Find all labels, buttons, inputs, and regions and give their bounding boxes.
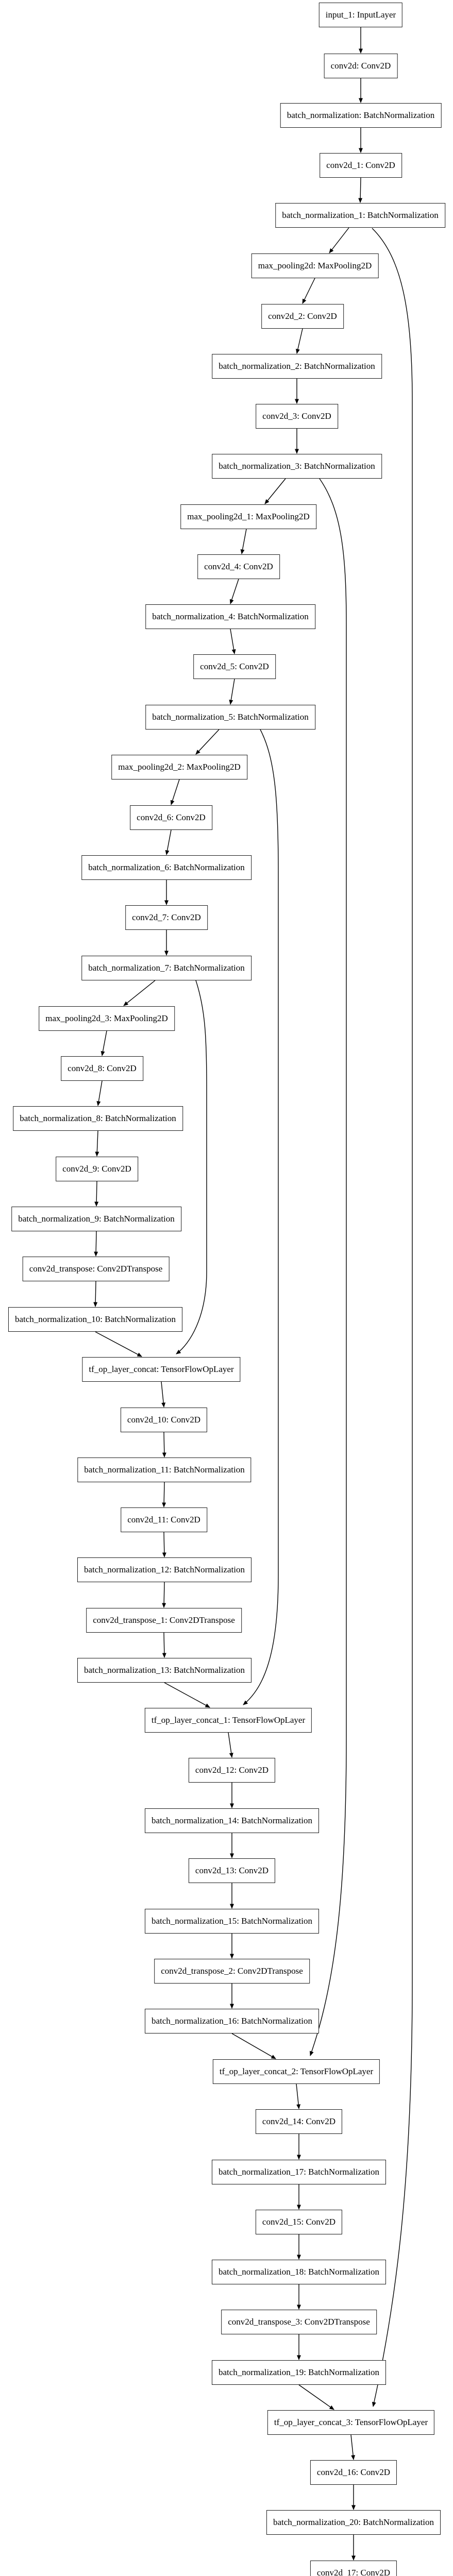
edge-max_pooling2d_2-to-conv2d_6 [170, 779, 180, 805]
edge-batch_normalization_4-to-conv2d_5 [230, 629, 236, 654]
node-conv2d_13: conv2d_13: Conv2D [188, 1858, 276, 1883]
edge-batch_normalization_19-to-tf_op_layer_concat_3 [298, 2384, 334, 2410]
node-batch_normalization_15: batch_normalization_15: BatchNormalizati… [144, 1909, 320, 1934]
node-batch_normalization_3: batch_normalization_3: BatchNormalizatio… [212, 454, 382, 479]
node-conv2d_transpose_3: conv2d_transpose_3: Conv2DTranspose [221, 2310, 377, 2334]
node-conv2d_6: conv2d_6: Conv2D [130, 805, 212, 830]
node-tf_op_layer_concat: tf_op_layer_concat: TensorFlowOpLayer [82, 1357, 241, 1382]
node-conv2d_16: conv2d_16: Conv2D [310, 2460, 397, 2485]
node-conv2d_2: conv2d_2: Conv2D [261, 304, 344, 329]
skip-edge-batch_normalization_7-to-tf_op_layer_concat [176, 980, 207, 1354]
node-conv2d_transpose: conv2d_transpose: Conv2DTranspose [22, 1257, 170, 1281]
node-batch_normalization_1: batch_normalization_1: BatchNormalizatio… [275, 203, 445, 228]
node-batch_normalization_13: batch_normalization_13: BatchNormalizati… [77, 1658, 252, 1683]
node-batch_normalization_16: batch_normalization_16: BatchNormalizati… [144, 2009, 320, 2033]
node-input_1: input_1: InputLayer [318, 3, 403, 27]
edge-conv2d_8-to-batch_normalization_8 [96, 1080, 103, 1106]
node-conv2d_transpose_2: conv2d_transpose_2: Conv2DTranspose [154, 1959, 310, 1984]
node-conv2d: conv2d: Conv2D [324, 54, 398, 78]
node-batch_normalization_20: batch_normalization_20: BatchNormalizati… [266, 2510, 441, 2535]
node-conv2d_11: conv2d_11: Conv2D [121, 1507, 207, 1532]
skip-edge-batch_normalization_3-to-tf_op_layer_concat_2 [310, 478, 347, 2056]
edge-conv2d_5-to-batch_normalization_5 [229, 679, 235, 705]
skip-edge-batch_normalization_5-to-tf_op_layer_concat_1 [243, 729, 279, 1705]
node-batch_normalization_2: batch_normalization_2: BatchNormalizatio… [212, 354, 382, 379]
node-max_pooling2d: max_pooling2d: MaxPooling2D [251, 253, 379, 278]
node-conv2d_3: conv2d_3: Conv2D [256, 404, 338, 429]
node-conv2d_17: conv2d_17: Conv2D [310, 2561, 397, 2576]
node-tf_op_layer_concat_1: tf_op_layer_concat_1: TensorFlowOpLayer [144, 1708, 312, 1733]
node-batch_normalization_10: batch_normalization_10: BatchNormalizati… [8, 1307, 183, 1332]
edge-batch_normalization_5-to-max_pooling2d_2 [195, 729, 220, 755]
node-batch_normalization_4: batch_normalization_4: BatchNormalizatio… [145, 604, 315, 629]
node-max_pooling2d_1: max_pooling2d_1: MaxPooling2D [180, 504, 316, 529]
edge-batch_normalization_13-to-tf_op_layer_concat_1 [164, 1682, 210, 1708]
edge-batch_normalization_8-to-conv2d_9 [95, 1130, 99, 1157]
node-tf_op_layer_concat_3: tf_op_layer_concat_3: TensorFlowOpLayer [267, 2410, 435, 2435]
node-batch_normalization_18: batch_normalization_18: BatchNormalizati… [211, 2260, 387, 2284]
node-batch_normalization_5: batch_normalization_5: BatchNormalizatio… [145, 705, 315, 730]
edge-max_pooling2d_3-to-conv2d_8 [100, 1030, 107, 1056]
node-tf_op_layer_concat_2: tf_op_layer_concat_2: TensorFlowOpLayer [212, 2059, 380, 2084]
edge-batch_normalization_3-to-max_pooling2d_1 [264, 478, 286, 504]
node-batch_normalization_12: batch_normalization_12: BatchNormalizati… [77, 1557, 252, 1582]
edge-max_pooling2d_1-to-conv2d_4 [240, 529, 247, 554]
node-conv2d_12: conv2d_12: Conv2D [188, 1758, 276, 1783]
node-conv2d_1: conv2d_1: Conv2D [320, 153, 402, 178]
node-batch_normalization_17: batch_normalization_17: BatchNormalizati… [211, 2160, 387, 2184]
edge-conv2d_transpose-to-batch_normalization_10 [93, 1281, 98, 1307]
edge-tf_op_layer_concat_3-to-conv2d_16 [350, 2434, 356, 2460]
edge-batch_normalization_10-to-tf_op_layer_concat [95, 1331, 142, 1357]
edge-batch_normalization_16-to-tf_op_layer_concat_2 [231, 2033, 276, 2059]
node-conv2d_9: conv2d_9: Conv2D [56, 1157, 138, 1181]
edge-conv2d_9-to-batch_normalization_9 [94, 1181, 99, 1207]
edge-conv2d_6-to-batch_normalization_6 [165, 829, 172, 855]
node-batch_normalization_9: batch_normalization_9: BatchNormalizatio… [11, 1207, 181, 1231]
node-conv2d_10: conv2d_10: Conv2D [120, 1408, 208, 1432]
node-conv2d_transpose_1: conv2d_transpose_1: Conv2DTranspose [86, 1608, 242, 1633]
edge-tf_op_layer_concat_1-to-conv2d_12 [228, 1732, 233, 1758]
node-batch_normalization_14: batch_normalization_14: BatchNormalizati… [144, 1808, 320, 1833]
skip-edge-batch_normalization_1-to-tf_op_layer_concat_3 [372, 228, 413, 2407]
node-batch_normalization_6: batch_normalization_6: BatchNormalizatio… [81, 855, 251, 880]
node-batch_normalization_7: batch_normalization_7: BatchNormalizatio… [81, 956, 251, 980]
node-conv2d_14: conv2d_14: Conv2D [255, 2109, 343, 2134]
edge-tf_op_layer_concat-to-conv2d_10 [161, 1381, 166, 1408]
edge-tf_op_layer_concat_2-to-conv2d_14 [296, 2083, 301, 2109]
node-max_pooling2d_3: max_pooling2d_3: MaxPooling2D [39, 1006, 175, 1031]
node-batch_normalization: batch_normalization: BatchNormalization [280, 103, 442, 128]
edge-batch_normalization_7-to-max_pooling2d_3 [123, 980, 156, 1006]
edge-batch_normalization_1-to-max_pooling2d [329, 227, 349, 253]
node-conv2d_7: conv2d_7: Conv2D [125, 905, 208, 930]
edge-conv2d_2-to-batch_normalization_2 [295, 328, 303, 354]
node-max_pooling2d_2: max_pooling2d_2: MaxPooling2D [111, 755, 247, 779]
node-conv2d_5: conv2d_5: Conv2D [193, 654, 276, 679]
node-batch_normalization_19: batch_normalization_19: BatchNormalizati… [211, 2360, 387, 2385]
node-conv2d_4: conv2d_4: Conv2D [197, 554, 280, 579]
edge-conv2d_4-to-batch_normalization_4 [229, 579, 239, 604]
node-batch_normalization_8: batch_normalization_8: BatchNormalizatio… [13, 1106, 183, 1131]
edge-conv2d_1-to-batch_normalization_1 [358, 177, 363, 203]
edge-max_pooling2d-to-conv2d_2 [302, 278, 315, 304]
node-conv2d_15: conv2d_15: Conv2D [255, 2210, 343, 2234]
node-conv2d_8: conv2d_8: Conv2D [61, 1056, 143, 1081]
node-batch_normalization_11: batch_normalization_11: BatchNormalizati… [77, 1458, 251, 1482]
